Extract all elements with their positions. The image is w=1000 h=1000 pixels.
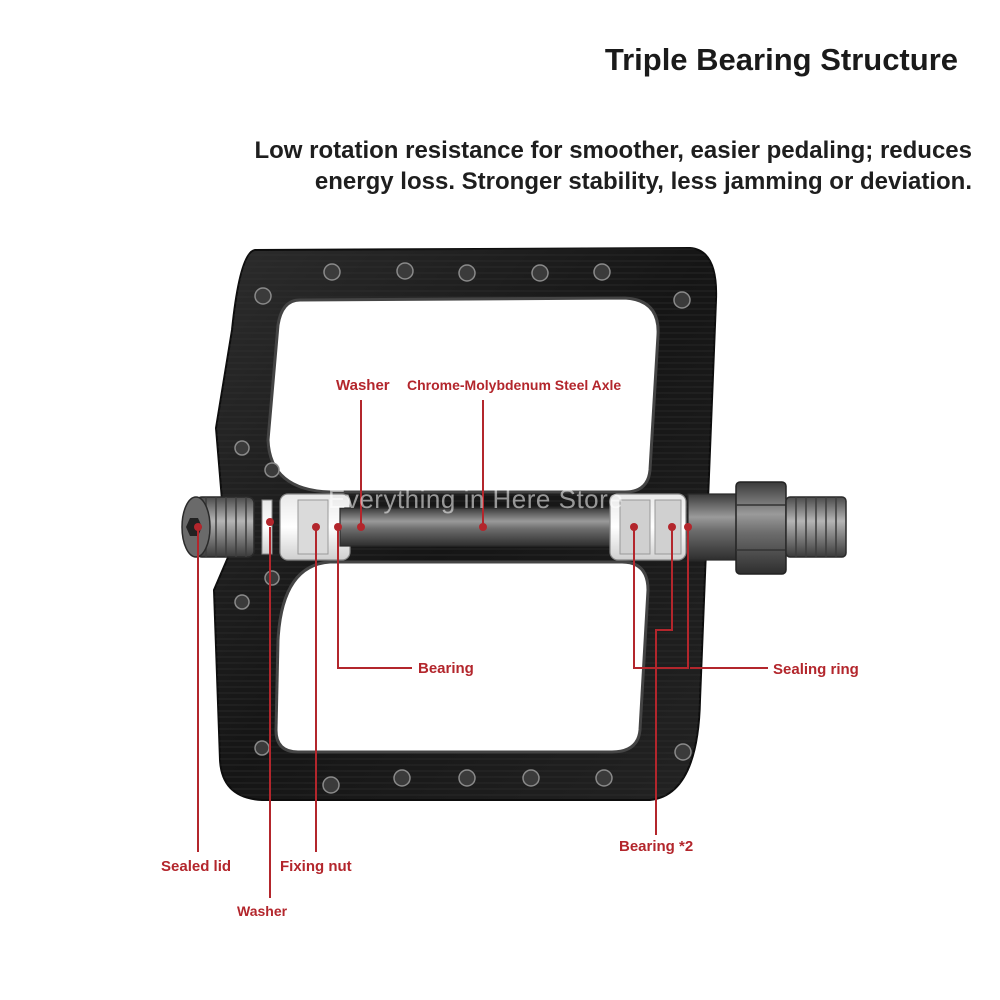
callout-dots bbox=[194, 518, 692, 531]
watermark: Everything in Here Store bbox=[328, 484, 624, 514]
pedal-body bbox=[212, 246, 718, 801]
callout-lines bbox=[197, 400, 768, 898]
label-axle: Chrome-Molybdenum Steel Axle bbox=[407, 377, 622, 393]
description-line-1: Low rotation resistance for smoother, ea… bbox=[254, 137, 972, 164]
label-washer-top: Washer bbox=[336, 377, 390, 394]
label-fixing-nut: Fixing nut bbox=[280, 858, 352, 875]
label-sealed-lid: Sealed lid bbox=[161, 858, 232, 875]
label-sealing-ring: Sealing ring bbox=[773, 661, 859, 678]
description-line-2: energy loss. Stronger stability, less ja… bbox=[314, 168, 972, 195]
label-washer-bottom: Washer bbox=[237, 903, 288, 919]
description: Low rotation resistance for smoother, ea… bbox=[212, 135, 972, 197]
pedal-pins bbox=[234, 262, 692, 794]
label-bearing: Bearing bbox=[418, 660, 474, 677]
label-bearing-x2: Bearing *2 bbox=[619, 838, 694, 855]
page-title: Triple Bearing Structure bbox=[604, 42, 958, 77]
